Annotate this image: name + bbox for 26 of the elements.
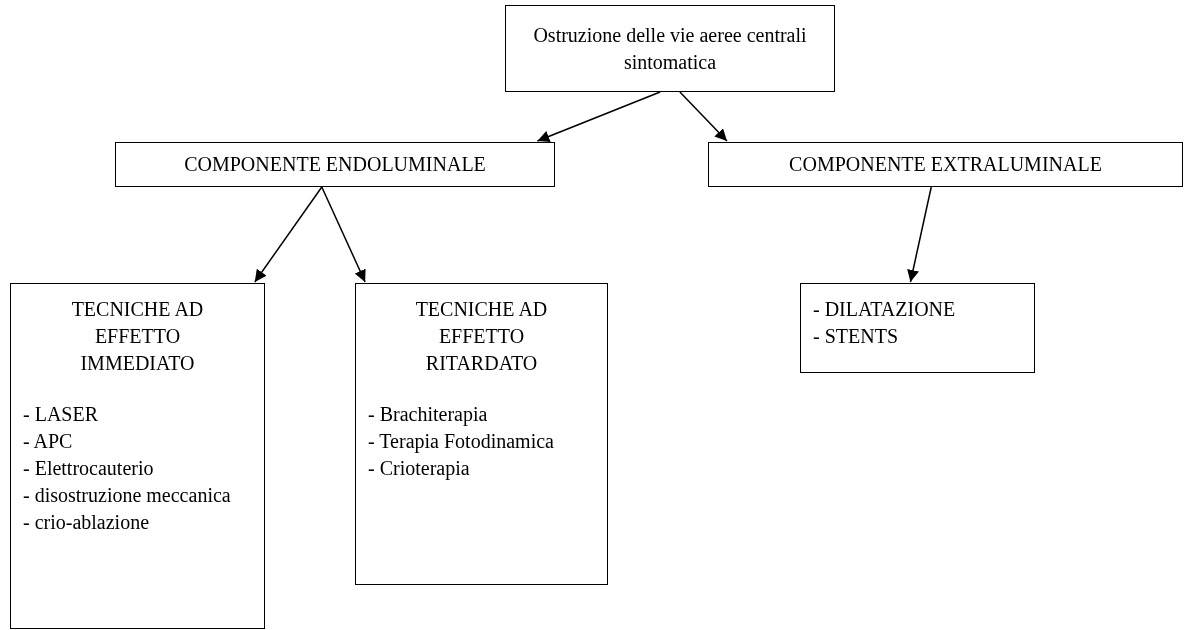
- box-label: COMPONENTE EXTRALUMINALE: [789, 152, 1102, 177]
- list-item: - Elettrocauterio: [23, 456, 155, 481]
- box-heading: TECNICHE AD EFFETTO IMMEDIATO: [70, 297, 205, 376]
- arrow: [679, 91, 728, 142]
- text-box: [10, 283, 265, 629]
- list-item: - STENTS: [813, 324, 899, 349]
- text-box: [115, 142, 555, 187]
- list-item: - DILATAZIONE: [813, 297, 957, 322]
- text-box: [708, 142, 1183, 187]
- box-heading: TECNICHE AD EFFETTO RITARDATO: [414, 297, 549, 376]
- arrow: [536, 91, 661, 143]
- text-box: [505, 5, 835, 92]
- arrow: [254, 186, 323, 283]
- text-box: [355, 283, 608, 585]
- list-item: - Brachiterapia: [368, 402, 489, 428]
- list-item: - crio-ablazione: [23, 510, 151, 535]
- list-item: - Terapia Fotodinamica: [368, 429, 555, 455]
- list-item: - LASER: [23, 402, 99, 427]
- list-item: - Crioterapia: [368, 456, 471, 482]
- box-label: Ostruzione delle vie aeree centrali sintomatica: [532, 22, 808, 75]
- text-box: [800, 283, 1035, 373]
- list-item: - disostruzione meccanica: [23, 483, 232, 508]
- arrow: [321, 186, 366, 283]
- arrow: [907, 186, 932, 283]
- box-label: COMPONENTE ENDOLUMINALE: [184, 152, 486, 177]
- list-item: - APC: [23, 429, 74, 454]
